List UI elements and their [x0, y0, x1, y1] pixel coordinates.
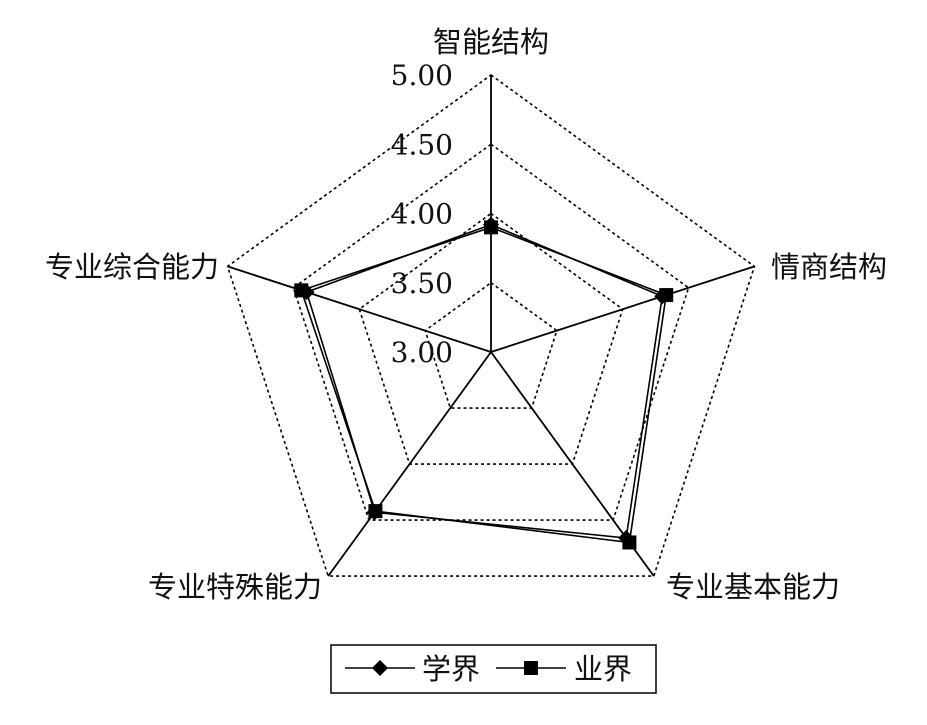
tick-labels: 3.00 3.50 4.00 4.50 5.00	[391, 59, 453, 369]
axis-label-2: 专业基本能力	[666, 570, 840, 604]
tick-label-3: 4.50	[391, 128, 453, 161]
series-1-point-0	[484, 220, 498, 235]
grid-layer	[226, 74, 756, 577]
legend-marker-0	[372, 660, 388, 676]
legend-marker-1	[524, 661, 538, 675]
legend-frame	[330, 644, 657, 694]
series-layer	[294, 216, 674, 550]
tick-label-2: 4.00	[391, 198, 453, 231]
series-1-point-3	[368, 504, 383, 519]
axis-label-4: 专业综合能力	[45, 250, 219, 284]
legend-label-0: 学界	[422, 652, 480, 686]
axis-label-0: 智能结构	[433, 25, 549, 59]
grid-ring-1	[424, 281, 558, 409]
spoke-4	[227, 265, 492, 353]
tick-label-4: 5.00	[391, 59, 453, 92]
grid-ring-4	[226, 74, 756, 577]
grid-ring-2	[358, 212, 624, 465]
axis-label-3: 专业特殊能力	[148, 570, 322, 604]
spoke-1	[490, 265, 755, 353]
tick-label-1: 3.50	[391, 267, 453, 300]
tick-label-0: 3.00	[391, 336, 453, 369]
legend: 学界 业界	[330, 644, 657, 694]
axis-label-1: 情商结构	[771, 250, 887, 284]
series-1-point-2	[622, 535, 637, 550]
spokes-layer	[227, 75, 755, 577]
series-1-point-1	[659, 288, 674, 303]
series-line-1	[300, 226, 668, 544]
legend-label-1: 业界	[574, 652, 632, 686]
series-1-point-4	[294, 283, 309, 298]
series-line-0	[305, 223, 664, 539]
spoke-3	[327, 351, 492, 577]
